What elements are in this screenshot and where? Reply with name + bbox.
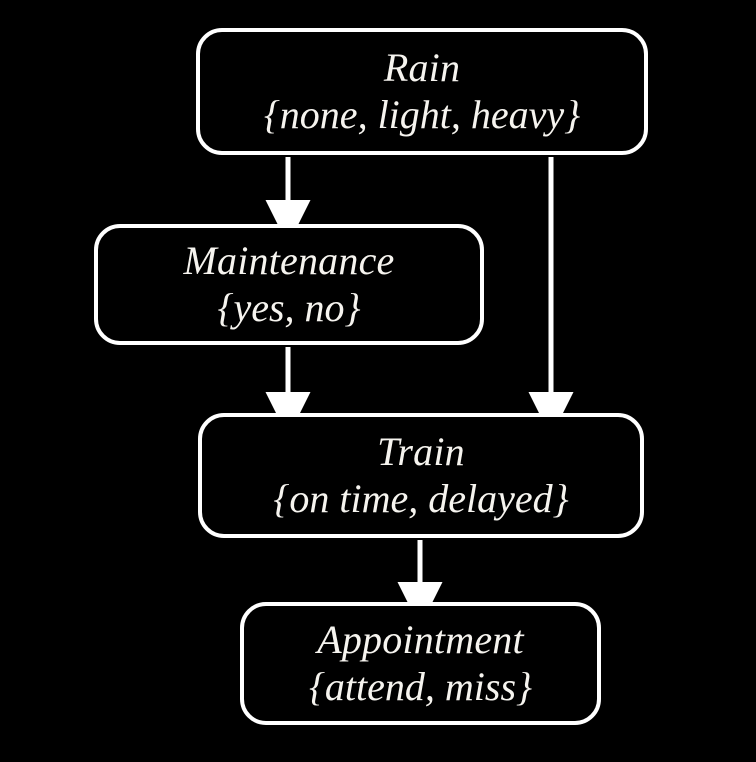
node-maintenance-name: Maintenance	[183, 237, 395, 283]
node-rain-name: Rain	[383, 44, 461, 90]
node-appointment-name: Appointment	[317, 616, 524, 662]
node-maintenance-states: {yes, no}	[217, 284, 361, 330]
node-train-name: Train	[377, 428, 465, 474]
node-rain[interactable]: Rain {none, light, heavy}	[196, 28, 648, 155]
node-appointment-states: {attend, miss}	[308, 663, 533, 709]
node-train[interactable]: Train {on time, delayed}	[198, 413, 644, 538]
node-appointment[interactable]: Appointment {attend, miss}	[240, 602, 601, 725]
node-rain-states: {none, light, heavy}	[263, 91, 581, 137]
node-maintenance[interactable]: Maintenance {yes, no}	[94, 224, 484, 345]
node-train-states: {on time, delayed}	[273, 475, 569, 521]
